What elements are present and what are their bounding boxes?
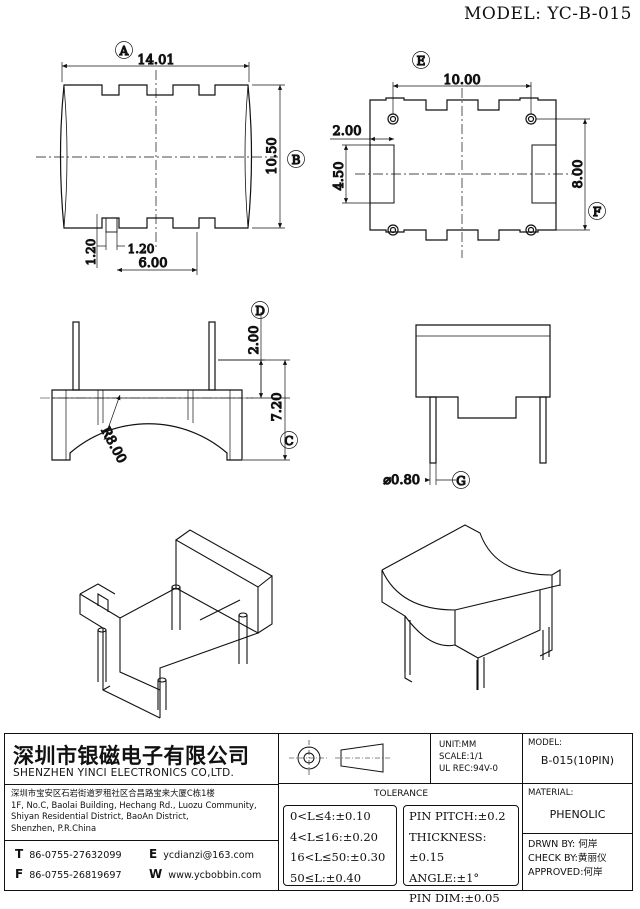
dim-pin-w2: 1.20 (128, 242, 155, 256)
dim-f (536, 118, 606, 231)
dim-a-text: 14.01 (137, 53, 174, 68)
projection-icon (289, 740, 391, 776)
dim-c-text: 7.20 (270, 393, 285, 422)
approved-by: APPROVED:何岸 (528, 867, 603, 878)
dim-slot-h: 4.50 (332, 162, 347, 191)
tolerance-left: 0<L≤4:±0.10 4<L≤16:±0.20 16<L≤50:±0.30 5… (283, 805, 397, 886)
drawn-by: DRWN BY: 何岸 (528, 839, 598, 850)
company-name-en: SHENZHEN YINCI ELECTRONICS CO,LTD. (13, 767, 235, 779)
unit: UNIT:MM (439, 740, 477, 750)
callout-d: D (255, 304, 265, 318)
dim-pin-dia: ⌀0.80 (383, 473, 420, 488)
signoff-block: DRWN BY: 何岸 CHECK BY:黄丽仪 APPROVED:何岸 (523, 834, 632, 890)
callout-e: E (417, 54, 426, 68)
title-block: 深圳市银磁电子有限公司 SHENZHEN YINCI ELECTRONICS C… (4, 733, 633, 905)
dim-pin-w1: 1.20 (84, 239, 98, 266)
company-address: 深圳市宝安区石岩街道罗租社区合昌路宝来大厦C栋1楼 1F, No.C, Baol… (11, 788, 257, 833)
material-box: MATERIAL: PHENOLIC (523, 784, 632, 834)
top-view-left (36, 70, 278, 250)
dim-d-c (218, 301, 298, 461)
model-box: MODEL: B-015(10PIN) (523, 734, 632, 784)
callout-c: C (284, 434, 293, 448)
dim-a (61, 41, 250, 82)
bottom-view-right (355, 88, 580, 258)
company-block: 深圳市银磁电子有限公司 SHENZHEN YINCI ELECTRONICS C… (5, 734, 279, 890)
dim-e (392, 51, 532, 114)
tolerance-title: TOLERANCE (373, 789, 429, 799)
spec-block: UNIT:MM SCALE:1/1 UL REC:94V-0 (431, 734, 523, 784)
dim-slot (330, 136, 394, 204)
dim-pin-span: 6.00 (139, 256, 168, 271)
iso-view-left (79, 529, 273, 719)
callout-b: B (292, 153, 301, 167)
callout-f: F (593, 205, 601, 219)
dim-f-text: 8.00 (571, 160, 586, 189)
projection-symbol (279, 734, 431, 784)
material-value: PHENOLIC (549, 808, 606, 821)
front-view-left (40, 321, 255, 461)
callout-g: G (456, 474, 466, 488)
dim-radius: R8.00 (97, 425, 128, 466)
dim-d-text: 2.00 (247, 326, 262, 355)
dim-b-text: 10.50 (265, 137, 280, 174)
dim-slot-w: 2.00 (333, 124, 362, 139)
side-view-right (415, 324, 551, 489)
dim-b (252, 84, 305, 229)
scale: SCALE:1/1 (439, 752, 484, 762)
iso-view-right (381, 524, 561, 690)
tolerance-block: TOLERANCE 0<L≤4:±0.10 4<L≤16:±0.20 16<L≤… (279, 784, 523, 905)
drawing-canvas: A 14.01 B 10.50 1.20 1.20 6.00 E 10.00 (36, 41, 606, 719)
model-value: B-015(10PIN) (540, 754, 615, 767)
tolerance-right: PIN PITCH:±0.2 THICKNESS:±0.15 ANGLE:±1°… (403, 805, 519, 905)
dim-e-text: 10.00 (443, 73, 480, 88)
ul-rec: UL REC:94V-0 (439, 764, 498, 774)
model-header: MODEL: YC-B-015 (464, 4, 632, 24)
dim-pins (96, 214, 198, 275)
company-name-cn: 深圳市银磁电子有限公司 (13, 744, 250, 768)
callout-a: A (119, 44, 129, 58)
checked-by: CHECK BY:黄丽仪 (528, 853, 607, 864)
